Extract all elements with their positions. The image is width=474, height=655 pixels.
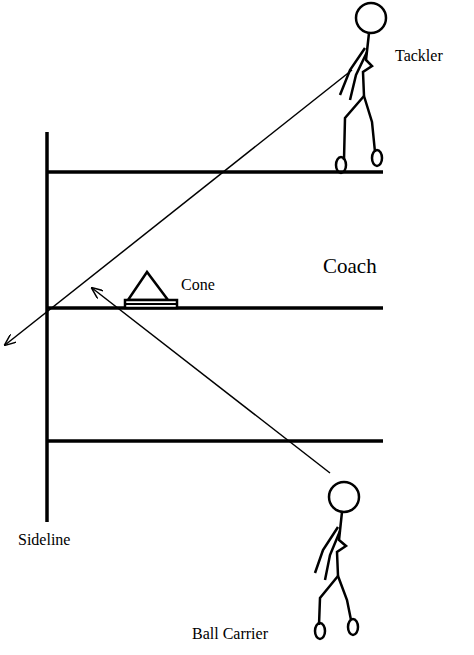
field-line: [47, 439, 383, 443]
ball-carrier-figure: [315, 482, 359, 639]
tackler-figure: [336, 3, 386, 173]
field-line: [47, 306, 383, 310]
cone-symbol: [125, 272, 177, 308]
cone-label: Cone: [181, 277, 215, 293]
player-label: Tackler: [395, 48, 443, 64]
sideline-label: Sideline: [18, 532, 70, 548]
player-label: Ball Carrier: [192, 626, 268, 642]
coach-label: Coach: [323, 256, 377, 277]
sideline: [45, 132, 49, 522]
carrier-path-arrow: [92, 288, 330, 473]
field-line: [47, 170, 383, 174]
tackler-path-arrow: [5, 70, 352, 345]
